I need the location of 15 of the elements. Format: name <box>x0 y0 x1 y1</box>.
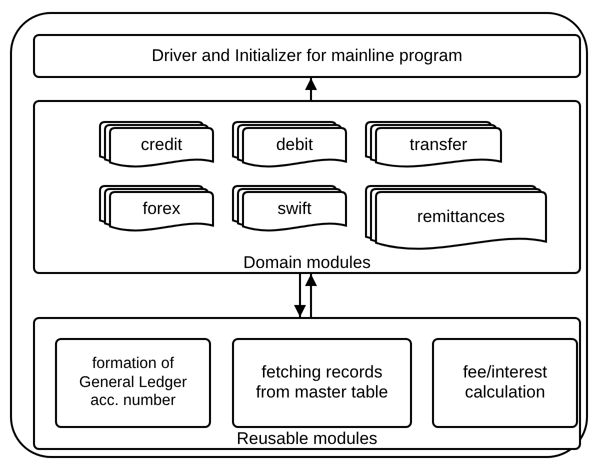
module-label: fetching records from master table <box>254 362 390 404</box>
document-label: transfer <box>408 134 468 156</box>
group-heading: Domain modules <box>242 252 372 273</box>
document-label: remittances <box>416 206 506 228</box>
document-label: swift <box>276 198 312 220</box>
document-label: forex <box>142 198 182 220</box>
document-label: credit <box>140 134 184 156</box>
arrow <box>294 274 306 317</box>
group-heading: Reusable modules <box>236 428 378 449</box>
module-label: fee/interest calculation <box>462 362 548 404</box>
module-label: formation of General Ledger acc. number <box>78 355 188 411</box>
module-label: Driver and Initializer for mainline program <box>150 46 464 66</box>
document-label: debit <box>275 134 314 156</box>
arrow <box>305 274 317 317</box>
arrow <box>305 78 317 100</box>
